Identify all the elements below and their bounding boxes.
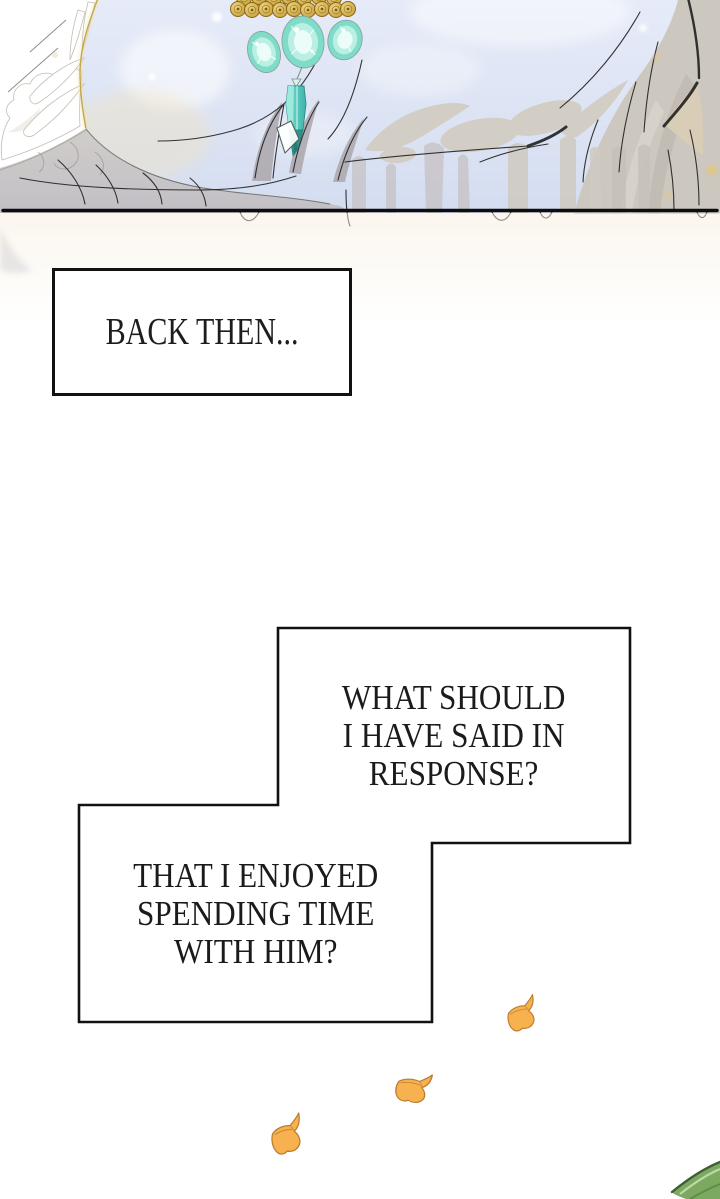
speech-bubble-bottom: THAT I ENJOYED SPENDING TIME WITH HIM? [79,805,432,1022]
hair-blobs-middle [365,80,628,164]
sparkles [70,0,647,180]
speech-bubble-top: WHAT SHOULD I HAVE SAID IN RESPONSE? [278,628,630,843]
gem-right [327,19,363,61]
falling-petal-1 [505,993,537,1033]
hair-strand-lines [19,0,708,227]
speech-bubble-outline [77,626,632,1024]
hair-mass-left [0,128,352,213]
falling-petal-3 [269,1112,303,1156]
gem-left [247,30,281,74]
gold-sparkles [654,54,717,198]
speech-bubble-top-text: WHAT SHOULD I HAVE SAID IN RESPONSE? [342,677,566,793]
caption-box: BACK THEN... [52,268,352,396]
panel-illustration [0,0,720,227]
falling-petal-2 [392,1064,434,1108]
gold-rim-light [77,0,100,130]
caption-text: BACK THEN... [105,311,299,353]
crystal-pendant [276,66,307,157]
leaf-corner [670,1160,720,1199]
hair-strips [352,136,650,213]
feather-wisp [0,228,32,273]
gem-center [281,15,325,69]
speech-bubble-bottom-text: THAT I ENJOYED SPENDING TIME WITH HIM? [132,855,379,971]
